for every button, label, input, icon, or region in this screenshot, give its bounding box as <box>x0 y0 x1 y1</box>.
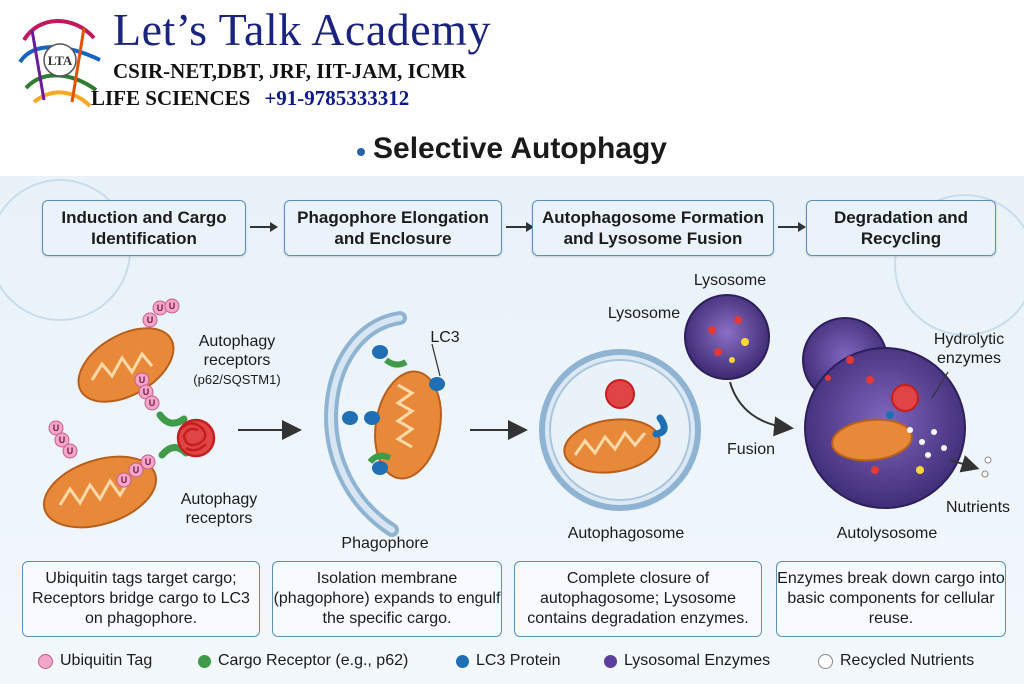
label-autophagosome: Autophagosome <box>567 525 685 542</box>
protein-aggregate <box>176 418 216 458</box>
stage-fusion: Autophagosome Formation and Lysosome Fus… <box>532 200 774 256</box>
bg-organelle <box>894 194 1024 336</box>
stage-degradation: Degradation and Recycling <box>806 200 996 256</box>
mitochondrion-1 <box>77 327 175 403</box>
title-bullet-icon <box>357 148 366 156</box>
label-autolysosome: Autolysosome <box>836 525 938 542</box>
description-elongation: Isolation membrane (phagophore) expands … <box>272 561 502 637</box>
svg-text:U: U <box>133 465 140 475</box>
svg-text:U: U <box>53 423 60 433</box>
stage-arrow <box>250 222 278 232</box>
nutrient-arrow <box>949 455 980 473</box>
header: LTA Let’s Talk Academy CSIR-NET,DBT, JRF… <box>0 0 1024 120</box>
autophagosome <box>539 349 701 511</box>
svg-text:U: U <box>147 315 154 325</box>
title-wrap: Selective Autophagy <box>0 132 1024 166</box>
legend-item-receptor: Cargo Receptor (e.g., p62) <box>198 652 408 670</box>
phone-number: +91-9785333312 <box>264 86 410 110</box>
ubiquitin-chain-top: U U U <box>142 298 180 328</box>
svg-text:U: U <box>143 387 150 397</box>
exam-list: CSIR-NET,DBT, JRF, IIT-JAM, ICMR <box>113 59 466 83</box>
ubiquitin-chain-bottom: U U U <box>116 454 156 488</box>
page-title: Selective Autophagy <box>357 132 667 165</box>
enzyme-pointer <box>931 371 949 399</box>
subject: LIFE SCIENCES <box>91 86 251 110</box>
nutrient-swatch-icon <box>818 653 833 669</box>
svg-text:U: U <box>139 375 146 385</box>
autolysosome <box>802 317 966 509</box>
title-text: Selective Autophagy <box>373 132 667 165</box>
brand-name: Let’s Talk Academy <box>113 4 491 55</box>
nutrient-dot <box>981 470 989 478</box>
lc3-pointer <box>431 343 441 377</box>
label-receptor-example: (p62/SQSTM1) <box>193 372 281 387</box>
legend-item-ubiquitin: Ubiquitin Tag <box>38 652 152 670</box>
label-autophagy-receptors-top: Autophagy receptors <box>198 333 276 369</box>
ubiquitin-swatch-icon <box>38 653 53 669</box>
ubiquitin-chain-middle: U U U <box>134 372 160 411</box>
ubiquitin-chain-left: U U U <box>48 420 78 459</box>
label-phagophore: Phagophore <box>341 535 429 552</box>
label-hydrolytic-enzymes: Hydrolytic enzymes <box>933 331 1005 367</box>
svg-text:U: U <box>59 435 66 445</box>
label-autophagy-receptors-bottom: Autophagy receptors <box>180 491 258 527</box>
svg-text:U: U <box>67 446 74 456</box>
legend: Ubiquitin Tag Cargo Receptor (e.g., p62)… <box>0 652 1024 674</box>
cargo-receptor <box>156 411 188 427</box>
nutrient-dot <box>984 456 992 464</box>
svg-text:U: U <box>157 303 164 313</box>
enzyme-swatch-icon <box>604 654 617 668</box>
label-lc3: LC3 <box>430 329 460 346</box>
academy-logo: LTA <box>18 19 101 108</box>
logo-text: LTA <box>48 53 73 68</box>
mitochondrion-3 <box>374 370 442 480</box>
description-fusion: Complete closure of autophagosome; Lysos… <box>514 561 762 637</box>
receptor-swatch-icon <box>198 654 211 668</box>
svg-text:U: U <box>169 301 176 311</box>
fusion-arrow <box>729 381 794 437</box>
lc3-proteins <box>342 345 445 475</box>
legend-item-lc3: LC3 Protein <box>456 652 561 670</box>
svg-text:U: U <box>145 457 152 467</box>
stage-elongation: Phagophore Elongation and Enclosure <box>284 200 502 256</box>
description-degradation: Enzymes break down cargo into basic comp… <box>776 561 1006 637</box>
description-induction: Ubiquitin tags target cargo; Receptors b… <box>22 561 260 637</box>
lysosome <box>684 294 770 380</box>
subject-contact: LIFE SCIENCES +91-9785333312 <box>91 84 409 112</box>
stage-arrow <box>778 222 806 232</box>
label-lysosome-top: Lysosome <box>693 272 767 289</box>
label-fusion: Fusion <box>726 441 776 458</box>
svg-text:U: U <box>149 398 156 408</box>
stage-arrow <box>506 222 534 232</box>
lc3-swatch-icon <box>456 654 469 668</box>
label-lysosome-left: Lysosome <box>607 305 681 322</box>
stage-induction: Induction and Cargo Identification <box>42 200 246 256</box>
label-nutrients: Nutrients <box>945 499 1011 516</box>
svg-text:U: U <box>121 475 128 485</box>
legend-item-enzymes: Lysosomal Enzymes <box>604 652 770 670</box>
legend-item-nutrients: Recycled Nutrients <box>818 652 974 670</box>
